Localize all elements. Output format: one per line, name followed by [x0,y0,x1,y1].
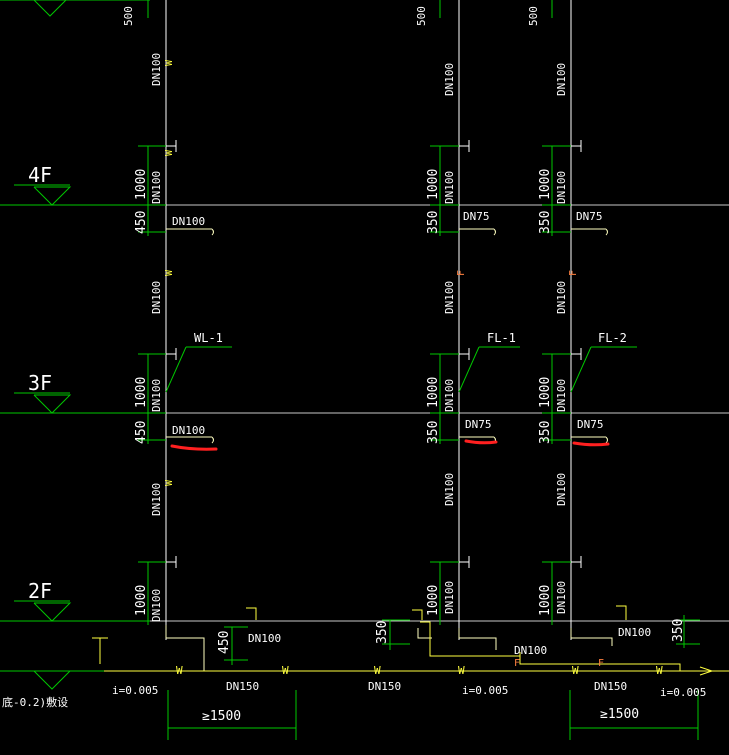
drain-slope-right: i=0.005 [660,686,706,699]
drain-marker-w-5: W [572,664,579,677]
highlight-wl-1 [170,444,218,451]
drain-marker-f-1: F [514,658,520,669]
drain-sub-size-left: DN100 [248,632,281,645]
drain-drop-left: 450 [217,631,232,654]
level-symbol-2f [33,602,72,622]
riser-size-wl-top: DN100 [150,53,163,86]
branch-size-fl2-4f: DN75 [576,210,603,223]
highlight-fl-2 [572,441,610,447]
floor-label-2f: 2F [28,579,52,603]
drain-min-run-right: ≥1500 [600,707,639,722]
riser-height-wl-4f: 1000 [134,169,149,200]
riser-height-wl-3f: 1000 [134,377,149,408]
marker-fl1-1: F [456,270,467,276]
drain-marker-w-6: W [656,664,663,677]
riser-size-fl2-mid1: DN100 [555,281,568,314]
marker-fl2-1: F [568,270,579,276]
riser-size-fl1-mid1: DN100 [443,281,456,314]
tag-leaders [165,346,637,393]
branch-drop-wl-4f: 450 [134,211,149,234]
branch-size-fl2-3f: DN75 [577,418,604,431]
riser-height-wl-2f: 1000 [134,585,149,616]
riser-size-fl1-mid2: DN100 [443,473,456,506]
dim-top-fl2: 500 [527,6,540,26]
level-symbol-top [33,0,67,17]
riser-size-fl2-top: DN100 [555,63,568,96]
branch-drop-fl1-3f: 350 [426,421,441,444]
riser-size-wl-4f: DN100 [150,171,163,204]
building-drain [92,605,729,676]
branch-drop-fl2-4f: 350 [538,211,553,234]
riser-height-fl2-4f: 1000 [538,169,553,200]
drain-sub-size-right: DN100 [618,626,651,639]
floor-label-4f: 4F [28,163,52,187]
marker-wl-3: W [164,269,175,276]
cleanout-tees [166,140,582,568]
drain-main-size-left: DN150 [226,680,259,693]
highlight-fl-1 [464,439,498,445]
pipe-tag-wl-1: WL-1 [194,331,223,345]
riser-height-fl2-3f: 1000 [538,377,553,408]
drain-marker-w-4: W [458,664,465,677]
riser-size-fl2-2f: DN100 [555,581,568,614]
drain-marker-w-1: W [176,664,183,677]
riser-size-fl2-4f: DN100 [555,171,568,204]
riser-size-fl1-3f: DN100 [443,379,456,412]
drain-note: 底-0.2)敷设 [2,695,68,709]
riser-size-fl1-4f: DN100 [443,171,456,204]
riser-size-fl1-2f: DN100 [443,581,456,614]
drain-slope-middle: i=0.005 [462,684,508,697]
riser-size-wl-mid2: DN100 [150,483,163,516]
riser-height-fl1-4f: 1000 [426,169,441,200]
riser-size-wl-2f: DN100 [150,589,163,622]
level-symbol-ground [33,670,71,690]
branch-drop-wl-3f: 450 [134,421,149,444]
branch-drop-fl1-4f: 350 [426,211,441,234]
drain-drop-right: 350 [671,619,686,642]
riser-height-fl2-2f: 1000 [538,585,553,616]
highlight-marks [170,439,610,451]
risers [165,0,572,640]
riser-size-fl2-mid2: DN100 [555,473,568,506]
marker-wl-1: W [164,59,175,66]
branch-size-wl-4f: DN100 [172,215,205,228]
pipe-tag-fl-2: FL-2 [598,331,627,345]
riser-size-fl2-3f: DN100 [555,379,568,412]
drain-marker-f-2: F [598,658,604,669]
drain-drop-middle: 350 [375,621,390,644]
level-symbols [0,0,150,690]
branch-drop-fl2-3f: 350 [538,421,553,444]
drain-main-size-right: DN150 [594,680,627,693]
drain-marker-w-2: W [282,664,289,677]
floor-label-3f: 3F [28,371,52,395]
dim-top-fl1: 500 [415,6,428,26]
riser-height-fl1-3f: 1000 [426,377,441,408]
branch-size-fl1-4f: DN75 [463,210,490,223]
pipe-tag-fl-1: FL-1 [487,331,516,345]
riser-height-fl1-2f: 1000 [426,585,441,616]
drain-slope-left: i=0.005 [112,684,158,697]
level-symbol-4f [33,186,72,206]
drain-sub-size-middle: DN100 [514,644,547,657]
branch-size-fl1-3f: DN75 [465,418,492,431]
labels: 4F 3F 2F 500 500 500 DN100 DN100 DN100 D… [2,6,706,724]
drain-main-size-middle: DN150 [368,680,401,693]
riser-size-wl-3f: DN100 [150,379,163,412]
riser-size-wl-mid1: DN100 [150,281,163,314]
dimension-lines [138,0,700,740]
branch-size-wl-3f: DN100 [172,424,205,437]
riser-bases [165,625,613,671]
drain-min-run-left: ≥1500 [202,709,241,724]
drain-marker-w-3: W [374,664,381,677]
riser-size-fl1-top: DN100 [443,63,456,96]
marker-wl-4: W [164,479,175,486]
dim-top-wl: 500 [122,6,135,26]
marker-wl-2: W [164,149,175,156]
floor-branches [166,228,608,444]
level-symbol-3f [33,394,72,414]
